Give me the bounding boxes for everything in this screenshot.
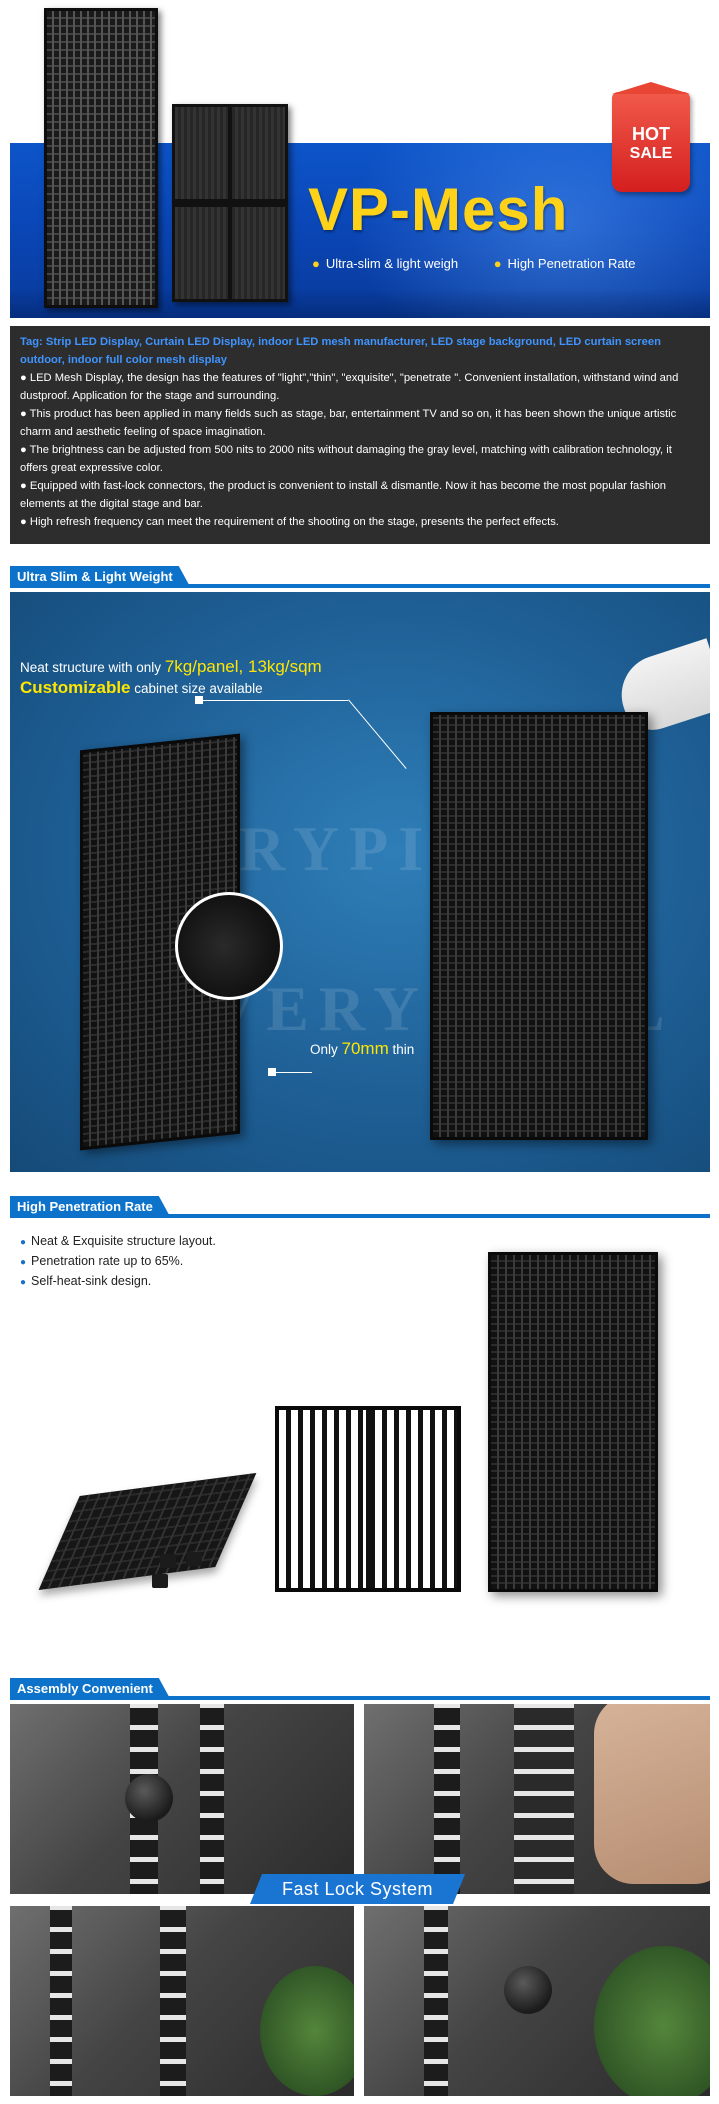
desc-bullet: ● The brightness can be adjusted from 50… <box>20 444 672 474</box>
thickness-zoom-circle <box>175 892 283 1000</box>
mesh-panel-front-image <box>430 712 648 1140</box>
module-flat-image <box>38 1472 257 1591</box>
badge-line-2: SALE <box>629 145 673 162</box>
leader-dot <box>268 1068 276 1076</box>
fast-lock-caption: Fast Lock System <box>250 1874 465 1904</box>
list-item: Penetration rate up to 65%. <box>20 1252 216 1272</box>
module-front-image <box>275 1406 461 1592</box>
section-header-penetration: High Penetration Rate <box>10 1196 710 1218</box>
section-title: Ultra Slim & Light Weight <box>10 566 191 588</box>
assembly-photo-1 <box>10 1704 354 1894</box>
assembly-photo-3 <box>10 1906 354 2096</box>
assembly-photo-2 <box>364 1704 710 1894</box>
hero-feature-2: ●High Penetration Rate <box>493 256 636 271</box>
hero-title: VP-Mesh <box>308 176 569 243</box>
penetration-list: Neat & Exquisite structure layout. Penet… <box>20 1232 216 1292</box>
hero-feature-1: ●Ultra-slim & light weigh <box>312 256 459 271</box>
badge-line-1: HOT <box>632 124 670 144</box>
list-item: Neat & Exquisite structure layout. <box>20 1232 216 1252</box>
desc-bullet: ● High refresh frequency can meet the re… <box>20 516 559 528</box>
tag-line: Tag: Strip LED Display, Curtain LED Disp… <box>20 336 661 366</box>
assembly-photo-4 <box>364 1906 710 2096</box>
assembly-section: Fast Lock System <box>10 1702 710 2098</box>
section-title: High Penetration Rate <box>10 1196 171 1218</box>
weight-spec: Neat structure with only 7kg/panel, 13kg… <box>20 657 322 676</box>
connector-part-image <box>186 1552 202 1566</box>
leader-line <box>348 699 407 769</box>
leader-line <box>198 700 348 701</box>
thickness-spec: Only 70mm thin <box>310 1039 415 1058</box>
mesh-panel-front-image <box>44 8 158 308</box>
section-header-slim: Ultra Slim & Light Weight <box>10 566 710 588</box>
cabinet-spec: Customizable cabinet size available <box>20 678 263 697</box>
leader-line <box>272 1072 312 1073</box>
section-header-assembly: Assembly Convenient <box>10 1678 710 1700</box>
list-item: Self-heat-sink design. <box>20 1272 216 1292</box>
hero-banner: VP-Mesh ●Ultra-slim & light weigh ●High … <box>0 0 719 322</box>
desc-bullet: ● This product has been applied in many … <box>20 408 677 438</box>
desc-bullet: ● Equipped with fast-lock connectors, th… <box>20 480 667 510</box>
desc-bullet: ● LED Mesh Display, the design has the f… <box>20 372 679 402</box>
mesh-panel-back-image <box>172 104 288 302</box>
hot-sale-badge: HOT SALE <box>612 82 690 192</box>
bullet-icon: ● <box>312 256 320 271</box>
mesh-panel-tall-image <box>488 1252 658 1592</box>
penetration-section: Neat & Exquisite structure layout. Penet… <box>10 1224 710 1644</box>
slim-section: VERYPIXEL VERYPIXEL Neat structure with … <box>10 592 710 1172</box>
connector-part-image <box>160 1554 176 1568</box>
section-title: Assembly Convenient <box>10 1678 171 1700</box>
hero-features: ●Ultra-slim & light weigh ●High Penetrat… <box>312 256 667 271</box>
bullet-icon: ● <box>493 256 502 271</box>
product-description: Tag: Strip LED Display, Curtain LED Disp… <box>10 326 710 544</box>
connector-part-image <box>152 1574 168 1588</box>
leader-dot <box>195 696 203 704</box>
